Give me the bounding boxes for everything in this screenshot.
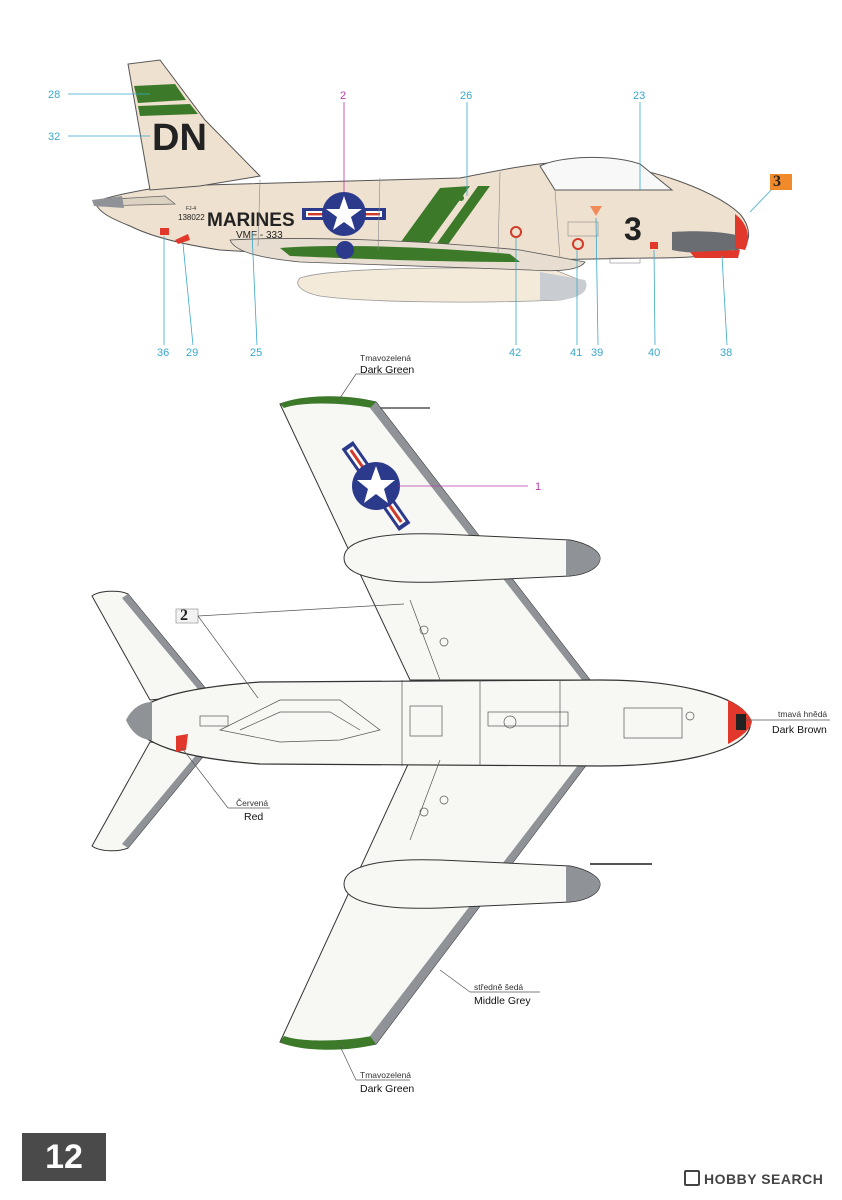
label-tail: Červená Red	[181, 747, 270, 823]
callout-2: 2	[340, 90, 346, 102]
plan-upper-drop-tank	[343, 533, 601, 583]
callout-39: 39	[591, 347, 603, 359]
label-nose-cz: tmavá hnědá	[778, 709, 827, 719]
plan-lower-stabilizer	[91, 741, 211, 852]
side-nose-red	[735, 214, 749, 250]
side-nose-grey	[672, 231, 742, 253]
label-nose: tmavá hnědá Dark Brown	[746, 709, 830, 736]
badge-3-box	[770, 174, 792, 190]
callout-36: 36	[157, 347, 169, 359]
label-bottom-wingtip: Tmavozelená Dark Green	[339, 1045, 414, 1095]
side-drop-tank	[297, 267, 582, 303]
side-squadron-text: VMF - 333	[236, 230, 283, 241]
side-marker-36	[160, 228, 169, 235]
page-number: 12	[45, 1138, 83, 1176]
label-nose-en: Dark Brown	[772, 724, 827, 736]
side-wing-roundel	[336, 241, 354, 259]
plan-tail-cone	[126, 702, 152, 740]
side-nose-red-underline	[690, 250, 740, 258]
label-bottom-wingtip-cz: Tmavozelená	[360, 1070, 411, 1080]
plan-panel-lines	[199, 599, 695, 841]
label-tail-cz: Červená	[236, 798, 268, 808]
plan-lower-wingtip-green	[280, 1036, 376, 1050]
plan-tail-red-marker	[176, 734, 188, 752]
label-wing-mid-cz: středně šedá	[474, 982, 523, 992]
label-wing-mid-en: Middle Grey	[474, 995, 531, 1007]
plan-fuselage	[129, 679, 751, 767]
label-wing-mid: středně šedá Middle Grey	[439, 969, 540, 1007]
badge-2-line-b	[197, 615, 259, 699]
side-fuselage-stripe-2	[435, 186, 490, 246]
shamrock-icon	[148, 87, 464, 241]
callout-23: 23	[633, 90, 645, 102]
callout-41: 41	[570, 347, 582, 359]
callout-42: 42	[509, 347, 521, 359]
side-modex: 3	[624, 211, 642, 247]
plan-upper-stabilizer-edge	[122, 594, 210, 694]
plan-callout-1: 1	[535, 481, 541, 493]
plan-upper-drop-tank-tip	[566, 540, 600, 576]
side-canopy	[539, 156, 674, 191]
side-marines-text: MARINES	[207, 210, 295, 231]
plan-nose-dark-brown	[736, 714, 746, 730]
badge-3-number: 3	[773, 173, 781, 190]
side-profile-view: DN MARINES VMF - 333 FJ-4 138022 3	[48, 59, 792, 359]
plan-view: 1 2 Tmavozelená Dark Green tmavá hnědá D…	[91, 353, 830, 1095]
side-exhaust	[92, 196, 124, 208]
label-top-wingtip-cz: Tmavozelená	[360, 353, 411, 363]
plan-lower-drop-tank-tip	[566, 866, 600, 902]
hobby-search-logo-icon	[684, 1170, 700, 1186]
side-tail-code: DN	[152, 117, 207, 159]
plan-upper-stabilizer	[91, 590, 211, 701]
side-serial-text: 138022	[178, 213, 205, 222]
callout-25: 25	[250, 347, 262, 359]
page-number-badge	[22, 1133, 106, 1181]
side-callout-lines	[68, 93, 776, 346]
side-roundel	[302, 192, 386, 236]
side-drop-tank-tip	[540, 272, 587, 300]
badge-2-line-a	[197, 603, 405, 617]
plan-wing-roundel	[341, 441, 411, 531]
watermark-text: HOBBY SEARCH	[704, 1171, 824, 1187]
label-bottom-wingtip-en: Dark Green	[360, 1083, 414, 1095]
plan-lower-drop-tank	[343, 859, 601, 909]
badge-2-number: 2	[180, 607, 188, 624]
side-marker-40	[650, 242, 658, 249]
side-marker-39	[590, 206, 602, 216]
watermark: HOBBY SEARCH	[684, 1170, 823, 1187]
callout-40: 40	[648, 347, 660, 359]
side-serial-small: FJ-4	[186, 206, 196, 212]
side-marker-29	[175, 234, 190, 244]
plan-upper-wingtip-green	[280, 396, 376, 408]
label-top-wingtip: Tmavozelená Dark Green	[339, 353, 414, 399]
side-marker-42	[510, 226, 522, 238]
side-fuselage-stripe-1	[395, 186, 470, 250]
plan-lower-stabilizer-edge	[122, 748, 210, 848]
side-marker-41	[572, 238, 584, 250]
side-panel-lines	[257, 171, 641, 264]
label-top-wingtip-en: Dark Green	[360, 364, 414, 376]
callout-28: 28	[48, 89, 60, 101]
label-tail-en: Red	[244, 811, 263, 823]
callout-29: 29	[186, 347, 198, 359]
callout-38: 38	[720, 347, 732, 359]
side-tail-stripe-mid	[138, 104, 198, 116]
callout-32: 32	[48, 131, 60, 143]
callout-26: 26	[460, 90, 472, 102]
